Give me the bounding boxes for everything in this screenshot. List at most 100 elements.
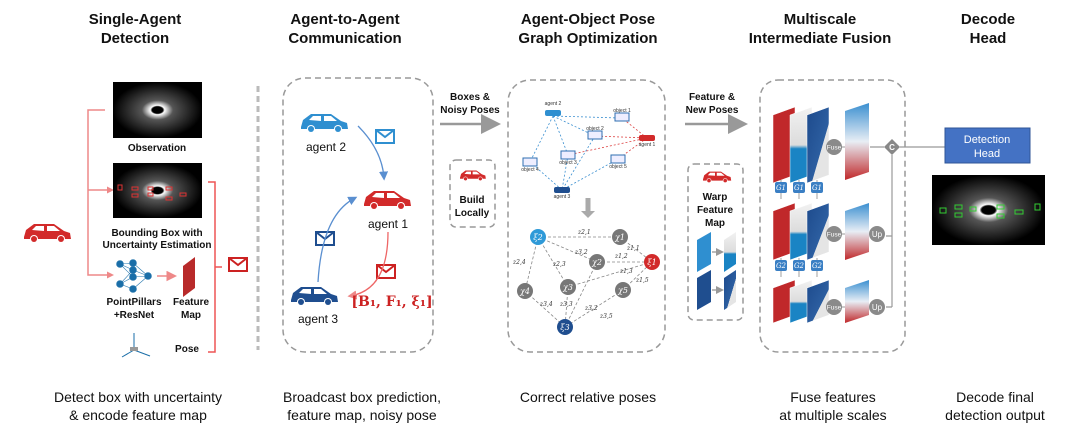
caption-fusion-2: at multiple scales: [779, 407, 886, 423]
agent2-car-icon: [301, 114, 348, 133]
title-fusion-2: Intermediate Fusion: [749, 30, 892, 47]
agent3-car-icon: [291, 287, 338, 306]
feature-map-label-1: Feature: [173, 297, 210, 308]
title-pose-graph-2: Graph Optimization: [518, 30, 657, 47]
edge-label: z3,2: [584, 305, 598, 312]
pose-label: Pose: [175, 344, 199, 355]
node-label: χ2: [591, 258, 602, 267]
fuse-node: [826, 299, 842, 315]
concat-node: [884, 139, 900, 155]
observation-image: [113, 82, 202, 138]
caption-single-agent-1: Detect box with uncertainty: [54, 389, 222, 405]
backbone-label-2: +ResNet: [114, 310, 155, 321]
edge-label: z3,5: [599, 313, 613, 320]
node-label: ξ1: [647, 258, 657, 267]
agent2-label: agent 2: [306, 140, 346, 154]
feature-map-label-2: Map: [181, 310, 201, 321]
message-content: [B₁, F₁, ξ₁]: [351, 294, 432, 310]
fuse-label: Fuse: [827, 232, 842, 239]
warp-section: Warp Feature Map: [687, 163, 744, 321]
features-arrow-label-2: New Poses: [686, 105, 739, 116]
detection-head-label-1: Detection: [964, 134, 1010, 146]
node-label: χ3: [562, 283, 573, 292]
caption-communication-1: Broadcast box prediction,: [283, 389, 441, 405]
feature-map-icon: [183, 257, 195, 297]
pose-graph-box: [507, 79, 666, 353]
pose-graph-node: [589, 254, 605, 270]
edge-label: z2,1: [577, 229, 591, 236]
edge-label: z1,1: [626, 245, 640, 252]
envelope-blue-icon: [375, 129, 395, 144]
node-label: χ5: [617, 286, 628, 295]
node-label: ξ3: [560, 323, 570, 332]
communication-section: agent 2 agent 1 agent 3 [B₁, F₁, ξ₁]: [282, 77, 434, 353]
scene-label: object 1: [613, 108, 631, 114]
warp-label-1: Warp: [703, 192, 728, 203]
agent1-label: agent 1: [368, 217, 408, 231]
graph-transform-label: G1: [776, 184, 786, 192]
features-arrow-label-1: Feature &: [689, 92, 735, 103]
scene-label: agent 1: [639, 142, 656, 148]
fuse-label: Fuse: [827, 305, 842, 312]
fuse-label: Fuse: [827, 145, 842, 152]
pose-graph-node: [530, 229, 546, 245]
output-bracket: [208, 181, 222, 353]
node-label: χ4: [519, 287, 530, 296]
upsample-node: [869, 226, 885, 242]
graph-transform-label: G1: [794, 184, 804, 192]
ego-car-icon: [24, 224, 71, 243]
pose-graph-node: [644, 254, 660, 270]
agent1-car-icon: [364, 191, 411, 210]
upsample-label: Up: [872, 303, 883, 312]
detection-output-image: [932, 175, 1045, 245]
scene-agent-icon: [545, 110, 561, 116]
title-decode-1: Decode: [961, 11, 1015, 28]
warp-label-2: Feature: [697, 205, 734, 216]
backbone-label-1: PointPillars: [106, 297, 161, 308]
warp-car-icon: [703, 171, 732, 183]
caption-fusion-1: Fuse features: [790, 389, 876, 405]
graph-transform-block: [775, 260, 787, 271]
warp-box: [687, 163, 744, 321]
caption-communication-2: feature map, noisy pose: [287, 407, 437, 423]
feature-map-block: [806, 106, 830, 184]
neural-network-icon: [116, 259, 152, 293]
node-label: χ1: [614, 233, 625, 242]
upsample-node: [869, 299, 885, 315]
title-single-agent-1: Single-Agent: [89, 11, 182, 28]
title-communication-1: Agent-to-Agent: [290, 11, 399, 28]
agent3-label: agent 3: [298, 312, 338, 326]
edge-label: z2,4: [512, 259, 526, 266]
scene-label: object 4: [521, 167, 539, 173]
communication-box: [282, 77, 434, 353]
pose-graph-node: [615, 282, 631, 298]
edge-label: z3,3: [559, 301, 573, 308]
scene-object-box: [614, 112, 630, 122]
title-single-agent-2: Detection: [101, 30, 169, 47]
edge-label: z3,2: [574, 249, 588, 256]
graph-transform-label: G2: [776, 262, 787, 270]
fused-feature-block: [845, 203, 869, 260]
edge-label: z3,4: [539, 301, 553, 308]
message-envelope-icon: [228, 257, 248, 272]
bbox-label-2: Uncertainty Estimation: [103, 240, 212, 251]
observation-label: Observation: [128, 143, 186, 154]
scene-agent-icon: [639, 135, 655, 141]
stage-titles: Single-Agent Detection Agent-to-Agent Co…: [89, 11, 1015, 47]
scene-agent-icon: [554, 187, 570, 193]
edge-label: z1,3: [619, 268, 633, 275]
graph-transform-label: G1: [812, 184, 822, 192]
build-locally-car-icon: [460, 170, 486, 181]
fuse-node: [826, 226, 842, 242]
scene-label: agent 3: [554, 194, 571, 200]
title-decode-2: Head: [970, 30, 1007, 47]
decode-section: Detection Head: [932, 127, 1045, 245]
feature-map-block: [806, 202, 830, 261]
title-communication-2: Communication: [288, 30, 401, 47]
upsample-label: Up: [872, 230, 883, 239]
edge-label: z1,5: [635, 277, 649, 284]
build-locally-label-1: Build: [460, 195, 485, 206]
